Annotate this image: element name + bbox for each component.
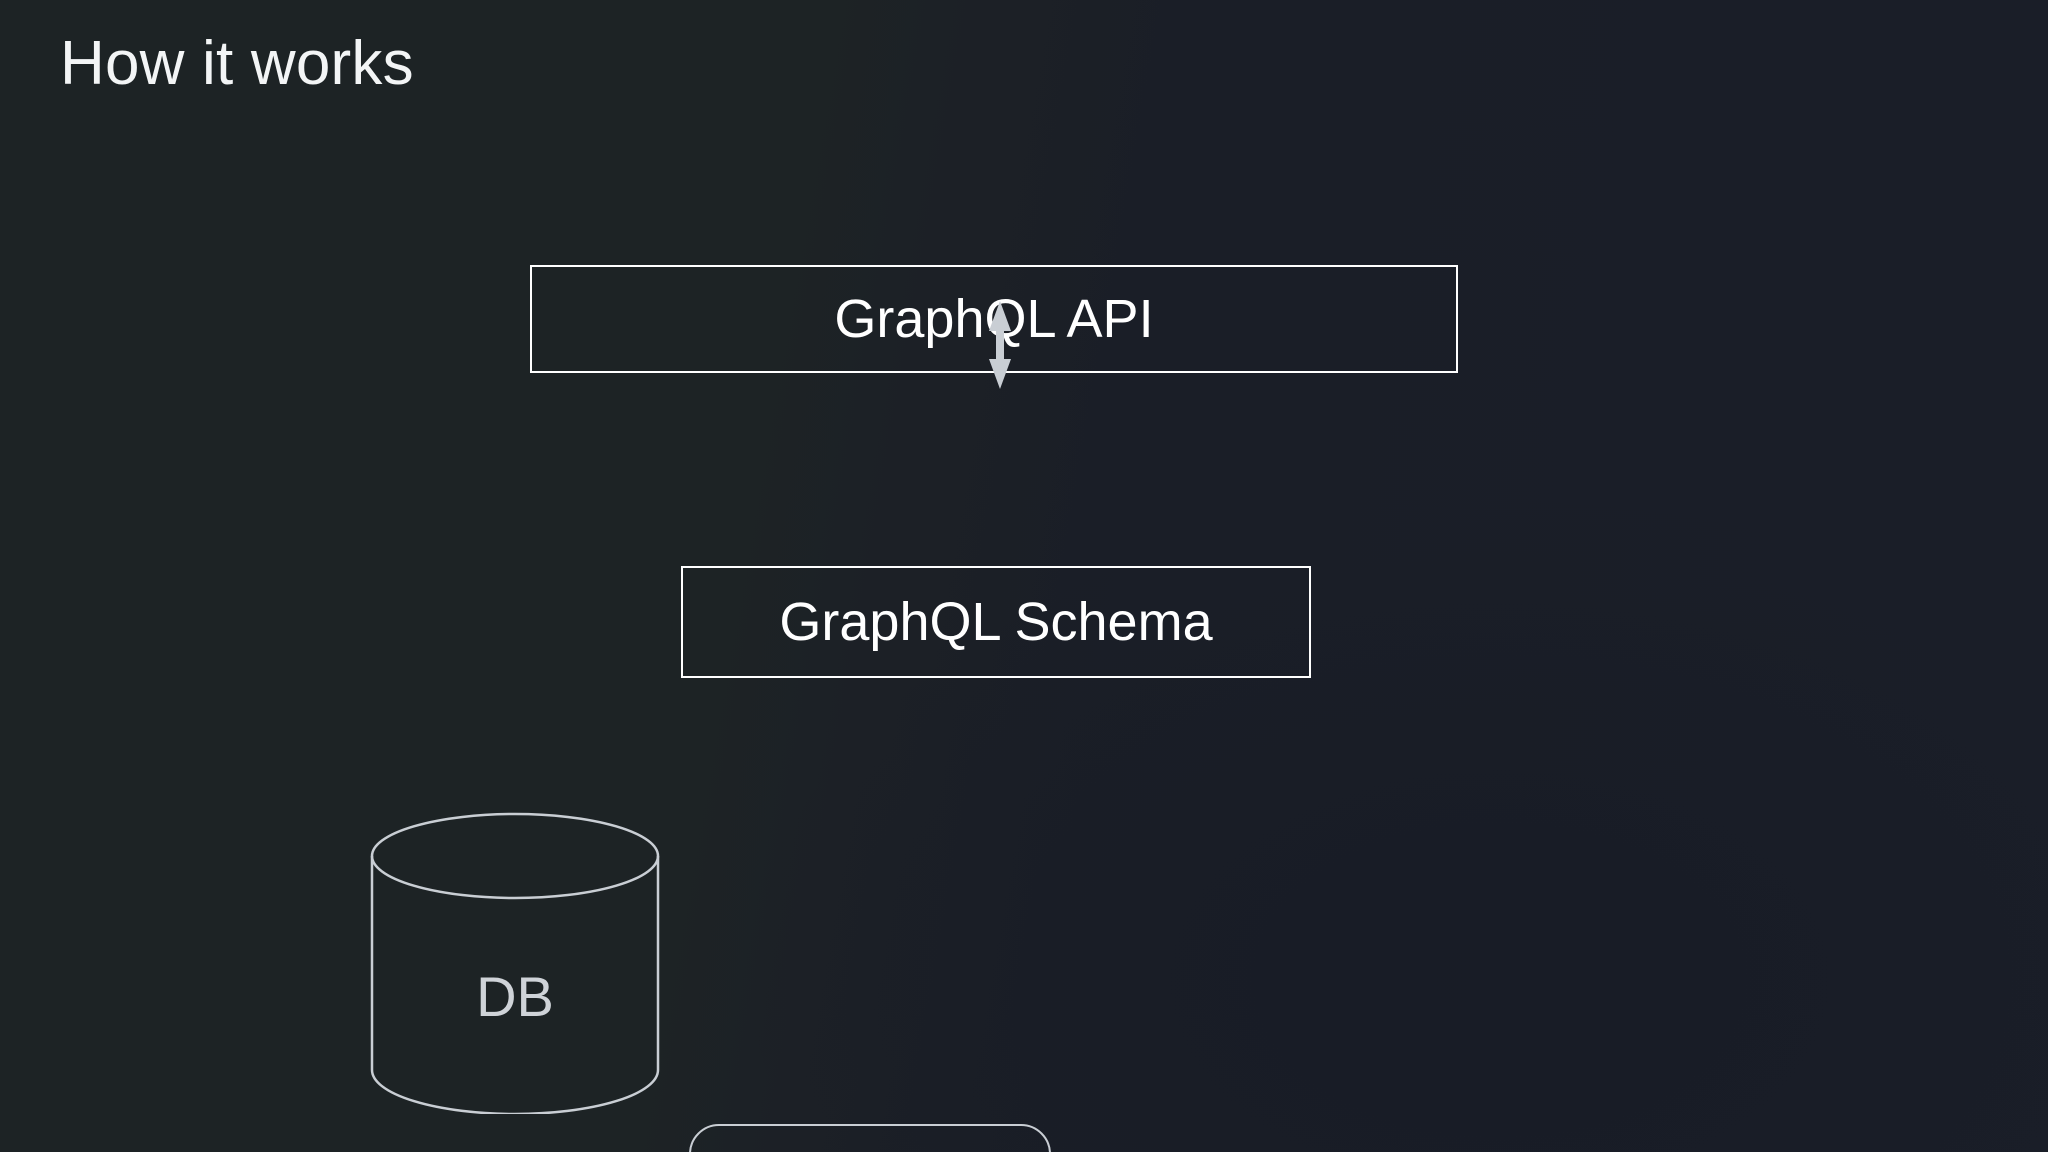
node-db-label: DB: [476, 965, 554, 1028]
database-cylinder-icon: [370, 812, 660, 1114]
double-headed-arrow-icon: [985, 301, 1015, 389]
node-graphql-schema-label: GraphQL Schema: [779, 592, 1213, 652]
node-db[interactable]: DB: [370, 812, 660, 1114]
page-title: How it works: [60, 29, 414, 98]
node-rest-api[interactable]: REST API: [689, 1124, 1051, 1152]
node-graphql-schema[interactable]: GraphQL Schema: [681, 566, 1311, 678]
